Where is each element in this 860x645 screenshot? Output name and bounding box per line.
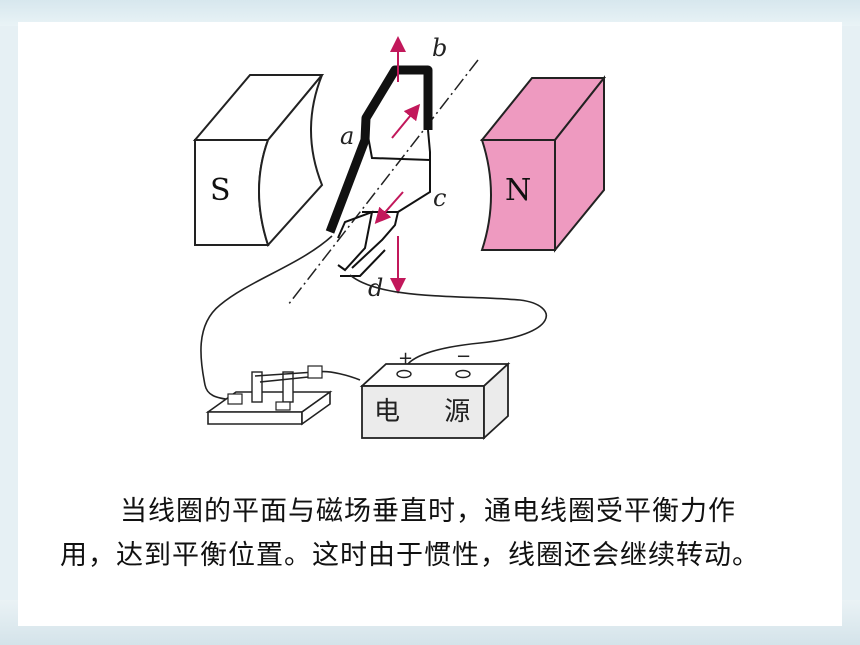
- label-b: b: [432, 34, 448, 62]
- battery-label: 电 源: [374, 397, 489, 427]
- north-pole-label: N: [505, 173, 532, 208]
- battery-negative-sign: −: [456, 346, 472, 367]
- caption-text: 当线圈的平面与磁场垂直时，通电线圈受平衡力作用，达到平衡位置。这时由于惯性，线圈…: [60, 496, 760, 571]
- battery-positive-sign: +: [398, 348, 414, 369]
- motor-diagram-svg: [192, 36, 607, 441]
- label-d: d: [368, 274, 384, 302]
- switch: [205, 365, 333, 426]
- background-top: [0, 0, 860, 26]
- battery: [359, 361, 511, 441]
- coil: [325, 65, 433, 277]
- motor-diagram: b a c d S N + − 电 源: [192, 34, 607, 441]
- rotation-axis: [287, 59, 479, 306]
- south-magnet: [192, 74, 325, 247]
- south-pole-label: S: [210, 173, 231, 208]
- force-arrows: [374, 36, 421, 294]
- label-c: c: [433, 184, 447, 212]
- north-magnet: [479, 75, 607, 253]
- label-a: a: [340, 122, 355, 150]
